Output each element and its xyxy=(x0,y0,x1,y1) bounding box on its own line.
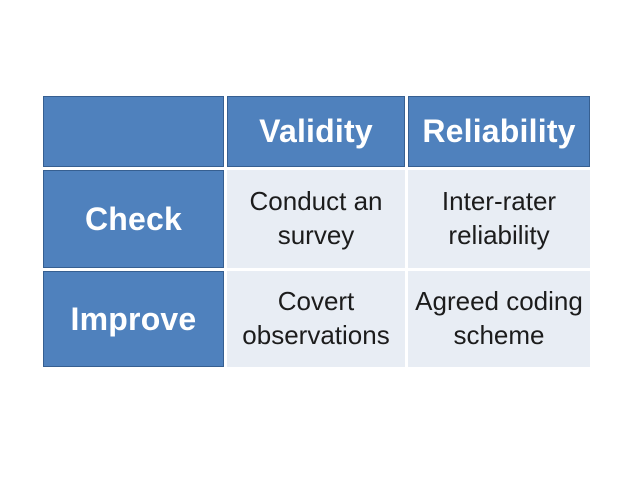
cell-check-validity: Conduct an survey xyxy=(227,170,405,268)
cell-check-reliability: Inter-rater reliability xyxy=(408,170,590,268)
corner-cell xyxy=(43,96,224,167)
cell-improve-reliability: Agreed coding scheme xyxy=(408,271,590,367)
column-header-reliability: Reliability xyxy=(408,96,590,167)
validity-reliability-table: Validity Reliability Check Conduct an su… xyxy=(43,96,590,367)
column-header-validity: Validity xyxy=(227,96,405,167)
row-header-improve: Improve xyxy=(43,271,224,367)
cell-improve-validity: Covert observations xyxy=(227,271,405,367)
row-header-check: Check xyxy=(43,170,224,268)
